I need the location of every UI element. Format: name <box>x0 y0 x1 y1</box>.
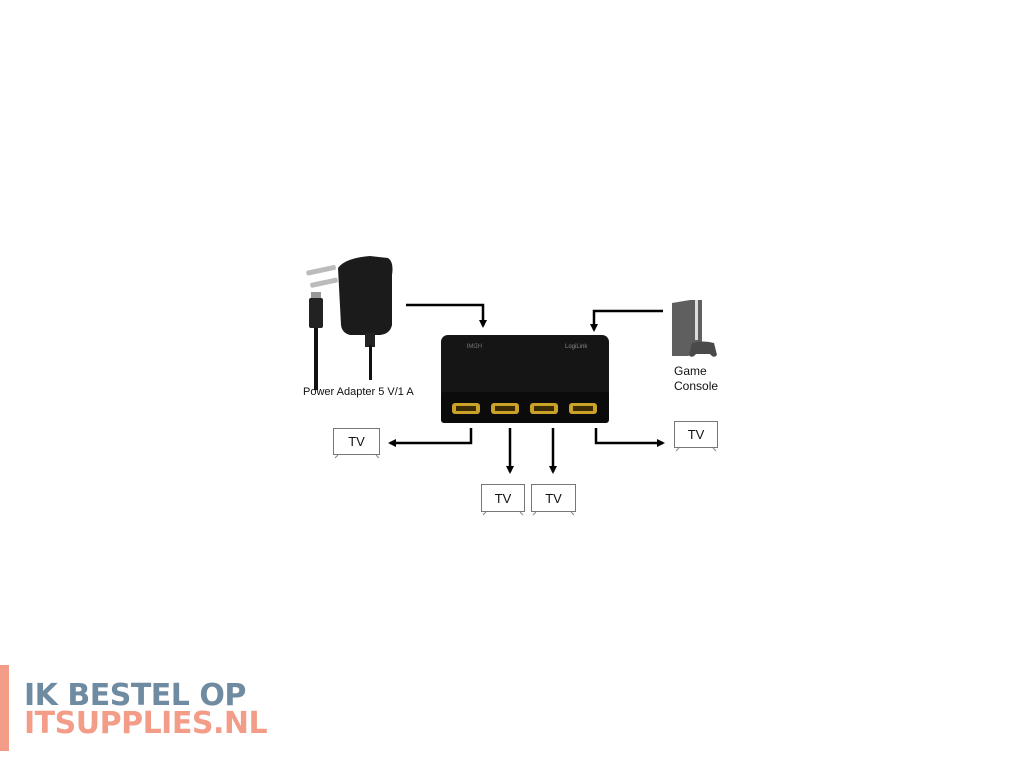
arrow-to-tv-1 <box>388 428 473 447</box>
svg-text:HDMI: HDMI <box>466 344 482 350</box>
connection-arrows <box>388 303 665 474</box>
arrow-console-to-splitter <box>590 309 663 332</box>
tv-1: TV <box>333 428 380 459</box>
arrow-to-tv-4 <box>594 428 665 447</box>
console-label-line2: Console <box>674 379 719 393</box>
tv-3: TV <box>531 484 576 516</box>
console-label-line1: Game <box>674 364 707 378</box>
tv-label: TV <box>531 484 576 512</box>
power-adapter-icon <box>306 256 393 390</box>
svg-text:LogiLink: LogiLink <box>565 344 588 350</box>
hdmi-splitter-icon: HDMI LogiLink <box>441 335 609 423</box>
logo-line2: ITSUPPLIES.NL <box>24 706 268 741</box>
tv-label: TV <box>481 484 525 512</box>
logo-line1: IK BESTEL OP <box>24 678 246 713</box>
logo-accent-bar <box>0 665 9 751</box>
power-adapter-label: Power Adapter 5 V/1 A <box>303 386 414 398</box>
arrow-power-to-splitter <box>406 303 487 328</box>
tv-2: TV <box>481 484 525 516</box>
tv-label: TV <box>333 428 380 455</box>
tv-label: TV <box>674 421 718 448</box>
tv-stands <box>334 447 717 516</box>
game-console-icon <box>672 300 717 357</box>
tv-4: TV <box>674 421 718 452</box>
